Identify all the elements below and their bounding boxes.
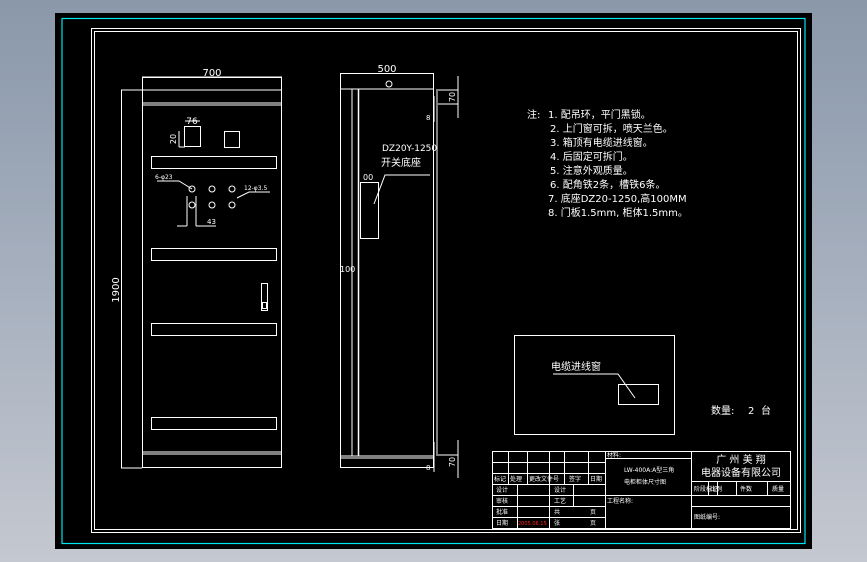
- tb-company-line2: 电器设备有限公司: [701, 466, 781, 479]
- tb-rev-header: 处理: [510, 475, 522, 483]
- tb-mid-label: 设计: [554, 486, 566, 494]
- tb-material-label: 材料:: [607, 451, 621, 459]
- switch-model: DZ20Y-1250: [382, 144, 437, 154]
- tb-rev-header: 标记: [494, 475, 506, 483]
- hole: [188, 201, 196, 209]
- drawing-svg: 700 1900 76 20 6-φ23 12-φ3.5 43 500 70 8…: [61, 17, 806, 545]
- tb-mid-label: 工艺: [554, 497, 566, 505]
- tb-rev-header: 更改文件号: [529, 475, 559, 483]
- dim-bottom-small: 8: [426, 464, 430, 472]
- dim-hole-spacing: 43: [207, 218, 216, 226]
- tb-company-header: 比例: [710, 485, 722, 493]
- slot-2: [151, 248, 277, 261]
- dim-top: 70: [448, 92, 457, 102]
- dim-meter-height: 20: [169, 134, 178, 144]
- tb-row-label: 日期: [496, 519, 508, 527]
- tb-page-unit: 页: [590, 520, 596, 527]
- dim-meter-width: 76: [186, 117, 198, 127]
- quantity-value: 2: [748, 406, 754, 417]
- dim-top-small: 8: [426, 114, 430, 122]
- door-handle: [261, 283, 268, 311]
- dim-bottom: 70: [448, 457, 457, 467]
- meter-1: [184, 126, 201, 147]
- tb-title-line1: LW-400A:A型三角: [624, 466, 674, 474]
- cable-window: [618, 384, 659, 405]
- dim-post: 100: [340, 265, 355, 274]
- note-item: 3. 箱顶有电缆进线窗。: [550, 136, 653, 149]
- note-item: 8. 门板1.5mm, 柜体1.5mm。: [548, 206, 688, 219]
- outer-frame-cyan: [61, 17, 806, 545]
- slot-3: [151, 323, 277, 336]
- side-view: [340, 73, 459, 478]
- border-outer: [91, 28, 801, 533]
- switch-label: 开关底座: [381, 156, 421, 169]
- hole: [188, 185, 196, 193]
- note-item: 4. 后固定可拆门。: [550, 150, 633, 163]
- dim-height: 1900: [111, 277, 122, 302]
- front-view: [121, 76, 282, 469]
- cable-window-label: 电缆进线窗: [551, 360, 601, 373]
- tb-rev-header: 日期: [590, 475, 602, 483]
- switch-base: [360, 182, 379, 239]
- tb-row-label: 批准: [496, 508, 508, 516]
- top-outline: [514, 335, 675, 435]
- hole: [208, 185, 216, 193]
- notes: 注: 1. 配吊环，平门黑锁。 2. 上门窗可拆，喷天兰色。 3. 箱顶有电缆进…: [527, 108, 688, 219]
- hole: [228, 201, 236, 209]
- tb-company-line1: 广 州 美 翔: [716, 453, 766, 466]
- tb-company-header: 阶段标记: [694, 485, 718, 493]
- quantity-label: 数量:: [711, 404, 734, 417]
- notes-title: 注:: [527, 108, 540, 121]
- title-block: [492, 451, 791, 529]
- tb-company-header: 件数: [740, 485, 752, 493]
- top-view: [514, 335, 675, 435]
- dim-base: 00: [363, 173, 373, 182]
- tb-drawing-no-label: 图纸编号:: [694, 513, 720, 521]
- hole-label-left: 6-φ23: [155, 174, 173, 181]
- side-outline: [340, 73, 434, 468]
- tb-page-unit: 页: [590, 509, 596, 516]
- tb-rev-header: 签字: [569, 475, 581, 483]
- slot-4: [151, 417, 277, 430]
- tb-title-line2: 电柜柜体尺寸图: [624, 478, 666, 486]
- note-item: 7. 底座DZ20-1250,高100MM: [548, 192, 687, 205]
- meter-2: [224, 131, 240, 148]
- tb-company-header: 质量: [772, 485, 784, 493]
- tb-row-label: 设计: [496, 486, 508, 494]
- border-inner: [94, 31, 798, 530]
- tb-mid-label: 共: [554, 508, 560, 516]
- hole: [228, 185, 236, 193]
- hole-label-right: 12-φ3.5: [244, 185, 267, 192]
- note-item: 6. 配角铁2条，槽铁6条。: [550, 178, 665, 191]
- quantity-unit: 台: [761, 404, 771, 417]
- cad-drawing-canvas: 700 1900 76 20 6-φ23 12-φ3.5 43 500 70 8…: [55, 13, 812, 549]
- dim-depth: 500: [377, 64, 396, 75]
- hole: [208, 201, 216, 209]
- tb-mid-label: 张: [554, 519, 560, 527]
- note-item: 2. 上门窗可拆，喷天兰色。: [550, 122, 673, 135]
- tb-project-label: 工程名称:: [607, 497, 633, 505]
- cabinet-outline: [142, 77, 282, 468]
- dim-width: 700: [202, 68, 221, 79]
- slot-1: [151, 156, 277, 169]
- note-item: 5. 注意外观质量。: [550, 164, 633, 177]
- note-item: 1. 配吊环，平门黑锁。: [548, 108, 651, 121]
- tb-date: 2005.06.15: [518, 521, 547, 527]
- lifting-ring: [385, 80, 393, 88]
- tb-row-label: 审核: [496, 497, 508, 505]
